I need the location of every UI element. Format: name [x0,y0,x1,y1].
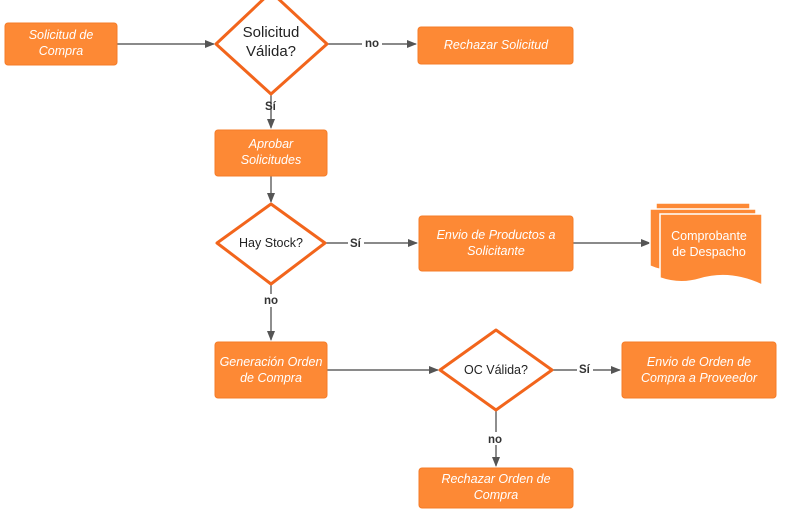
node-envio-productos: Envio de Productos a Solicitante [418,215,574,272]
node-oc-valida-line1: OC Válida? [464,363,528,377]
node-comprobante-despacho: Comprobante de Despacho [649,202,763,287]
node-rechazar-orden: Rechazar Orden de Compra [418,467,574,509]
node-solicitud-valida-line2: Válida? [246,43,296,60]
node-generacion-orden-line1: Generación Orden [220,355,323,369]
node-hay-stock-line1: Hay Stock? [239,236,303,250]
node-aprobar-solicitudes: Aprobar Solicitudes [214,129,328,177]
node-rechazar-orden-line2: Compra [474,488,519,502]
node-solicitud-compra: Solicitud de Compra [4,22,118,66]
node-rechazar-solicitud: Rechazar Solicitud [417,26,574,65]
node-generacion-orden: Generación Orden de Compra [214,341,328,399]
node-solicitud-valida: Solicitud Válida? [214,0,329,96]
node-solicitud-compra-line1: Solicitud de [29,28,94,42]
label-oc-si: Sí [579,364,591,376]
node-envio-orden-line1: Envio de Orden de [647,355,751,369]
label-stock-no: no [264,295,278,307]
document-sheet-front [659,213,763,287]
node-comprobante-despacho-line2: de Despacho [672,245,746,259]
node-rechazar-solicitud-line1: Rechazar Solicitud [444,38,549,52]
node-hay-stock: Hay Stock? [215,202,327,286]
edge-labels: no Sí Sí no Sí no [262,36,593,446]
node-comprobante-despacho-line1: Comprobante [671,229,747,243]
label-valida-si: Sí [265,101,277,113]
label-oc-no: no [488,434,502,446]
node-solicitud-valida-line1: Solicitud [243,24,300,41]
node-aprobar-solicitudes-line2: Solicitudes [241,153,301,167]
node-generacion-orden-line2: de Compra [240,371,302,385]
node-rechazar-orden-line1: Rechazar Orden de [441,472,550,486]
node-solicitud-compra-line2: Compra [39,44,84,58]
node-envio-productos-line1: Envio de Productos a [437,228,556,242]
node-oc-valida: OC Válida? [438,328,554,412]
node-aprobar-solicitudes-line1: Aprobar [248,137,294,151]
node-envio-orden-line2: Compra a Proveedor [641,371,758,385]
node-envio-productos-line2: Solicitante [467,244,525,258]
label-stock-si: Sí [350,238,362,250]
node-envio-orden: Envio de Orden de Compra a Proveedor [621,341,777,399]
label-valida-no: no [365,38,379,50]
